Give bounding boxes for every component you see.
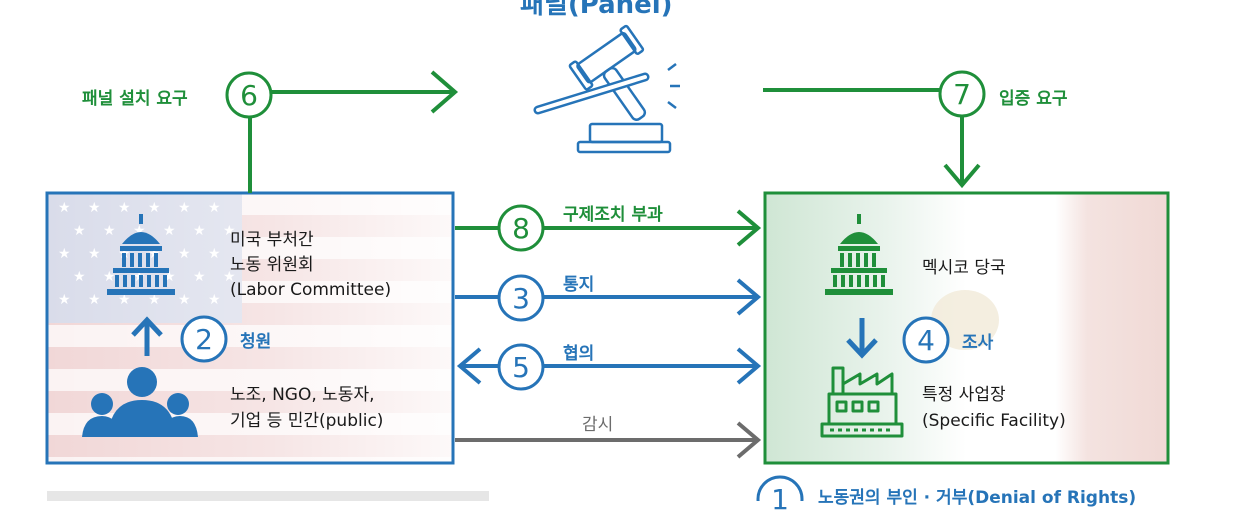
factory-icon — [820, 366, 904, 438]
monitor-label: 감시 — [582, 415, 614, 435]
public-line-1: 노조, NGO, 노동자, — [230, 385, 375, 405]
circle-1 — [756, 475, 804, 501]
step-6-label: 패널 설치 요구 — [82, 89, 188, 109]
step-3-number: 3 — [512, 282, 530, 315]
circle-3 — [497, 274, 545, 322]
facility-line-2: (Specific Facility) — [922, 411, 1066, 431]
public-line-2: 기업 등 민간(public) — [230, 411, 384, 431]
step-5-number: 5 — [512, 351, 530, 384]
step-8-label: 구제조치 부과 — [563, 205, 663, 225]
caption-strip — [47, 491, 489, 501]
capitol-icon-us — [107, 214, 175, 295]
step-1-number: 1 — [771, 483, 789, 516]
capitol-icon-mexico — [825, 214, 893, 295]
circle-6 — [225, 71, 273, 119]
step-2-number: 2 — [195, 323, 213, 356]
facility-line-1: 특정 사업장 — [922, 385, 1006, 405]
labor-committee-label: 미국 부처간 노동 위원회 (Labor Committee) — [230, 228, 391, 303]
step-5-label: 협의 — [563, 344, 595, 364]
circle-2 — [180, 315, 228, 363]
arrow-7 — [763, 88, 981, 189]
circle-7 — [938, 70, 986, 118]
diagram-canvas: ★★★★★★ ★★★★★★ ★★★★★★ ★★★★★★ ★★★★★★ — [45, 24, 1170, 501]
step-2-label: 청원 — [240, 332, 272, 352]
people-icon — [82, 367, 198, 437]
circle-4 — [902, 316, 950, 364]
arrow-4 — [846, 318, 878, 359]
circle-8 — [497, 204, 545, 252]
step-8-number: 8 — [512, 212, 530, 245]
committee-line-2: 노동 위원회 — [230, 255, 314, 275]
step-1-label: 노동권의 부인 · 거부(Denial of Rights) — [818, 488, 1137, 508]
committee-line-3: (Labor Committee) — [230, 280, 392, 300]
step-4-label: 조사 — [962, 333, 994, 353]
step-7-label: 입증 요구 — [999, 89, 1068, 109]
gavel-icon — [533, 24, 680, 154]
step-3-label: 통지 — [563, 275, 595, 295]
arrow-monitor — [455, 421, 762, 459]
committee-line-1: 미국 부처간 — [230, 230, 314, 250]
mexico-authority-label: 멕시코 당국 — [922, 258, 1006, 278]
step-7-number: 7 — [953, 78, 971, 111]
panel-title: 패널(Panel) — [520, 0, 673, 20]
arrow-6 — [248, 70, 459, 193]
mexico-box-border — [763, 191, 1170, 465]
arrow-2 — [131, 316, 163, 356]
facility-label: 특정 사업장 (Specific Facility) — [922, 382, 1066, 434]
public-label: 노조, NGO, 노동자, 기업 등 민간(public) — [230, 382, 383, 434]
circle-5 — [497, 343, 545, 391]
step-6-number: 6 — [240, 79, 258, 112]
step-4-number: 4 — [917, 324, 935, 357]
